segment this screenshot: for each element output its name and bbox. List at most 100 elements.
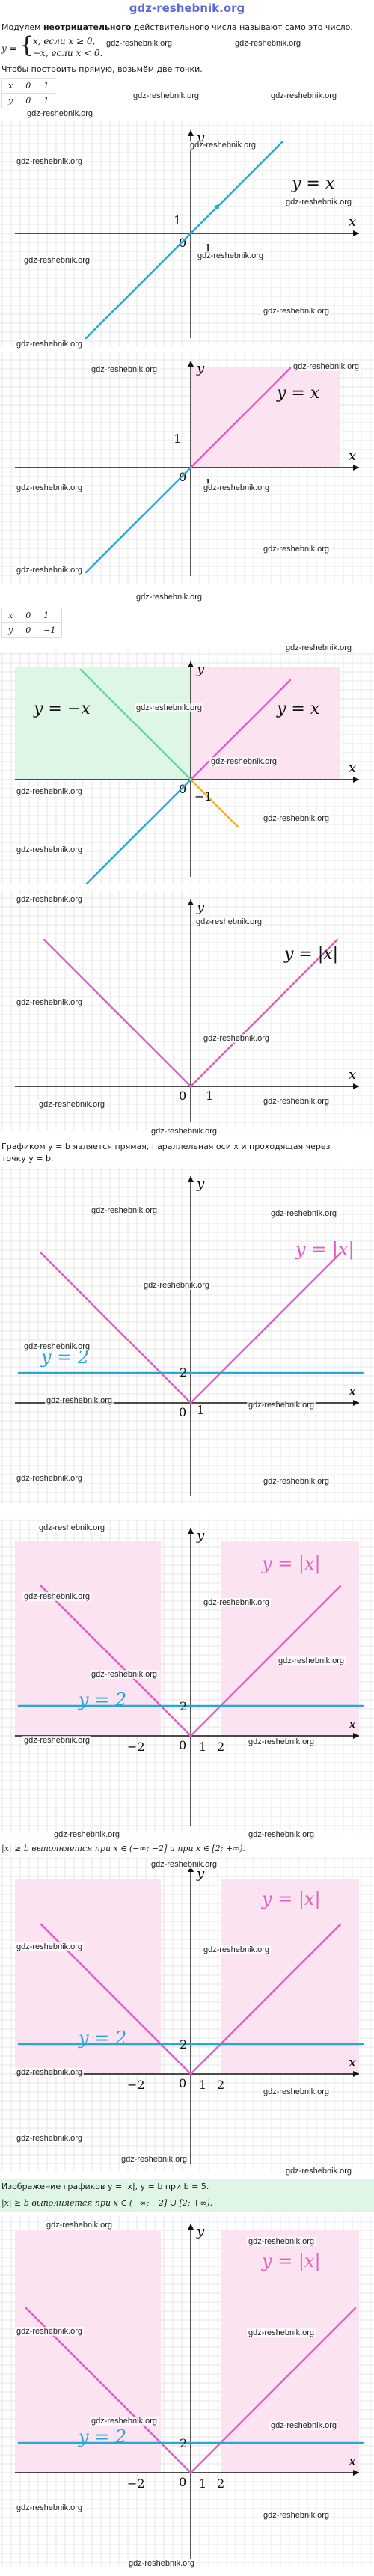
tick-label-1: 1 [199,1740,206,1754]
watermark: gdz-reshebnik.org [262,307,331,316]
table-cell: 0 [19,608,38,623]
label-y-abs: y = |x| [283,945,338,964]
tick-label-minus-2: −2 [127,2476,145,2491]
table-cell: 1 [37,78,56,94]
site-title-link[interactable]: gdz-reshebnik.org [129,1,245,15]
table-cell: 1 [37,608,63,623]
watermark: gdz-reshebnik.org [262,1477,331,1486]
region-fill [15,667,191,780]
watermark: gdz-reshebnik.org [45,1396,114,1405]
line-b-text-2: точку y = b. [1,1154,54,1163]
tick-label-1: 1 [197,1403,204,1417]
watermark: gdz-reshebnik.org [194,917,264,926]
watermark: gdz-reshebnik.org [262,1097,331,1106]
tick-label-1: 1 [199,2078,206,2092]
watermark: gdz-reshebnik.org [105,39,174,48]
watermark: gdz-reshebnik.org [45,2221,114,2230]
piecewise-definition: y = { x, если x ≥ 0, −x, если x < 0. [1,33,226,63]
tick-label-1: 1 [206,1089,213,1103]
graph-line [85,466,192,574]
region-fill [221,2230,359,2473]
origin-label: 0 [179,1089,186,1103]
watermark: gdz-reshebnik.org [247,1737,316,1746]
table-points-2: x 0 1 y 0 −1 [1,608,63,638]
table-row: x 0 1 [1,608,63,623]
region-fill [15,1879,161,2074]
tick-label-1: 1 [199,2476,206,2491]
y-axis-label: y [196,2224,205,2239]
tick-label-minus-1: −1 [194,789,212,804]
x-axis-arrow [353,230,359,236]
region-fill [221,1541,359,1736]
tick-label-minus-2: −2 [127,1740,145,1754]
case-1: x, если x ≥ 0, [33,36,96,46]
graph-line [189,679,292,781]
graph-line [189,938,339,1088]
watermark: gdz-reshebnik.org [277,1656,346,1665]
tick-label-2: 2 [217,1740,224,1754]
watermark: gdz-reshebnik.org [262,2511,331,2520]
watermark: gdz-reshebnik.org [120,2155,189,2164]
watermark: gdz-reshebnik.org [37,1100,107,1109]
watermark: gdz-reshebnik.org [15,787,85,796]
table-cell: 0 [19,93,38,108]
table-row: x 0 1 [1,78,56,94]
piecewise-lhs: y = [1,43,17,54]
graph-line [189,2307,357,2474]
x-axis-label: x [349,2453,356,2469]
tick-label-minus-2: −2 [127,2078,145,2092]
y-axis-arrow [188,130,194,136]
y-axis-arrow [188,661,194,667]
inequality-text-1-body: |x| ≥ b выполняется при x ∈ (−∞; −2] и п… [1,1844,246,1853]
watermark: gdz-reshebnik.org [37,1523,107,1532]
watermark: gdz-reshebnik.org [202,483,272,492]
label-y-abs: y = |x| [261,1553,321,1575]
watermark: gdz-reshebnik.org [15,845,85,854]
y-axis-arrow [188,361,194,367]
watermark: gdz-reshebnik.org [233,39,303,48]
graph-line [79,668,192,781]
y-axis-arrow [188,1866,194,1872]
x-axis-label: x [349,448,356,464]
watermark: gdz-reshebnik.org [15,1474,85,1483]
watermark: gdz-reshebnik.org [150,1860,219,1869]
graph-line [189,367,292,469]
x-axis-label: x [349,1383,356,1399]
label-y-eq-x: y = x [291,174,335,193]
y-axis-label: y [196,1866,205,1882]
watermark: gdz-reshebnik.org [15,895,85,904]
label-y-eq-2: y = 2 [78,2028,126,2049]
tick-label-1: 1 [204,242,212,256]
graph-line [40,1585,192,1737]
build-line-text: Чтобы построить прямую, возьмём две точк… [1,64,203,74]
watermark: gdz-reshebnik.org [284,643,354,652]
watermark: gdz-reshebnik.org [15,2503,85,2512]
watermark: gdz-reshebnik.org [22,1342,92,1351]
intro-paragraph: Модулем неотрицательного действительного… [1,22,353,33]
watermark: gdz-reshebnik.org [15,2068,85,2077]
y-axis-arrow [188,899,194,905]
graph-line [85,778,192,886]
watermark: gdz-reshebnik.org [209,757,279,766]
intro-text-end: действительного числа называют само это … [131,22,353,32]
y-axis-label: y [196,1176,205,1192]
watermark: gdz-reshebnik.org [135,593,204,602]
x-axis-arrow [353,465,359,471]
region-fill [15,2230,161,2473]
tick-label-2: 2 [180,1365,187,1380]
tick-label-2: 2 [217,2476,224,2491]
region-fill [191,367,340,468]
y-axis-arrow [188,2224,194,2230]
highlight-text-1: Изображение графиков y = |x|, y = b при … [0,2179,374,2195]
highlight-text-1-body: Изображение графиков y = |x|, y = b при … [1,2182,209,2191]
tick-label-2: 2 [180,1699,187,1713]
watermark: gdz-reshebnik.org [142,1281,212,1290]
table-cell: x [1,78,20,94]
table-cell: y [1,622,20,638]
graph-line [189,1252,342,1404]
x-axis-arrow [353,2470,359,2476]
